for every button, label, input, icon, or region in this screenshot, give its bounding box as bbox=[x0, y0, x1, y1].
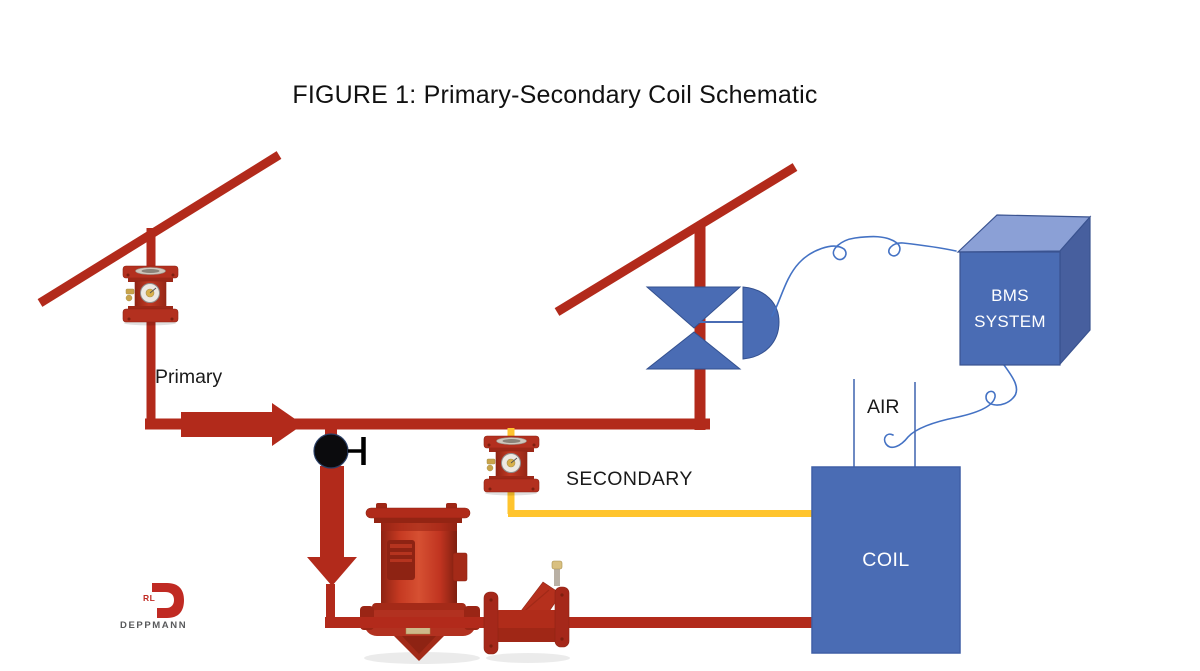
flow-arrow-down bbox=[307, 557, 357, 586]
butterfly-control-valve-icon bbox=[645, 286, 780, 370]
actuator-to-bms-wire bbox=[771, 235, 957, 317]
coil-box bbox=[811, 466, 961, 654]
deppmann-logo-d bbox=[152, 583, 184, 618]
air-lines bbox=[853, 379, 916, 467]
flow-arrow-right bbox=[181, 403, 303, 446]
bms-label-line2: SYSTEM bbox=[974, 311, 1046, 331]
ball-valve-icon bbox=[313, 433, 366, 469]
bms-to-air-wire bbox=[883, 364, 1018, 449]
pump-drop-pipe bbox=[320, 466, 344, 558]
deppmann-logo: RL bbox=[143, 583, 184, 618]
primary-label: Primary bbox=[155, 366, 223, 388]
bms-label-line1: BMS bbox=[991, 286, 1029, 305]
figure-title: FIGURE 1: Primary-Secondary Coil Schemat… bbox=[292, 81, 818, 109]
primary-balancing-valve bbox=[122, 265, 179, 326]
valve-actuator-icon bbox=[742, 286, 780, 360]
secondary-label: SECONDARY bbox=[566, 468, 693, 490]
deppmann-logo-name: DEPPMANN bbox=[120, 620, 188, 631]
supply-diagonal-pipe-right bbox=[554, 163, 798, 316]
air-label: AIR bbox=[867, 396, 900, 418]
triple-duty-valve-image bbox=[483, 560, 570, 663]
supply-diagonal-pipe-left bbox=[37, 151, 282, 307]
deppmann-logo-monogram: RL bbox=[143, 593, 155, 603]
pump-suction-pipe bbox=[326, 584, 335, 622]
inline-pump-image bbox=[360, 503, 480, 664]
secondary-balancing-valve bbox=[483, 435, 540, 496]
bms-system-label: BMS SYSTEM bbox=[960, 252, 1060, 365]
coil-label: COIL bbox=[862, 548, 910, 571]
bms-cube bbox=[956, 214, 1092, 366]
